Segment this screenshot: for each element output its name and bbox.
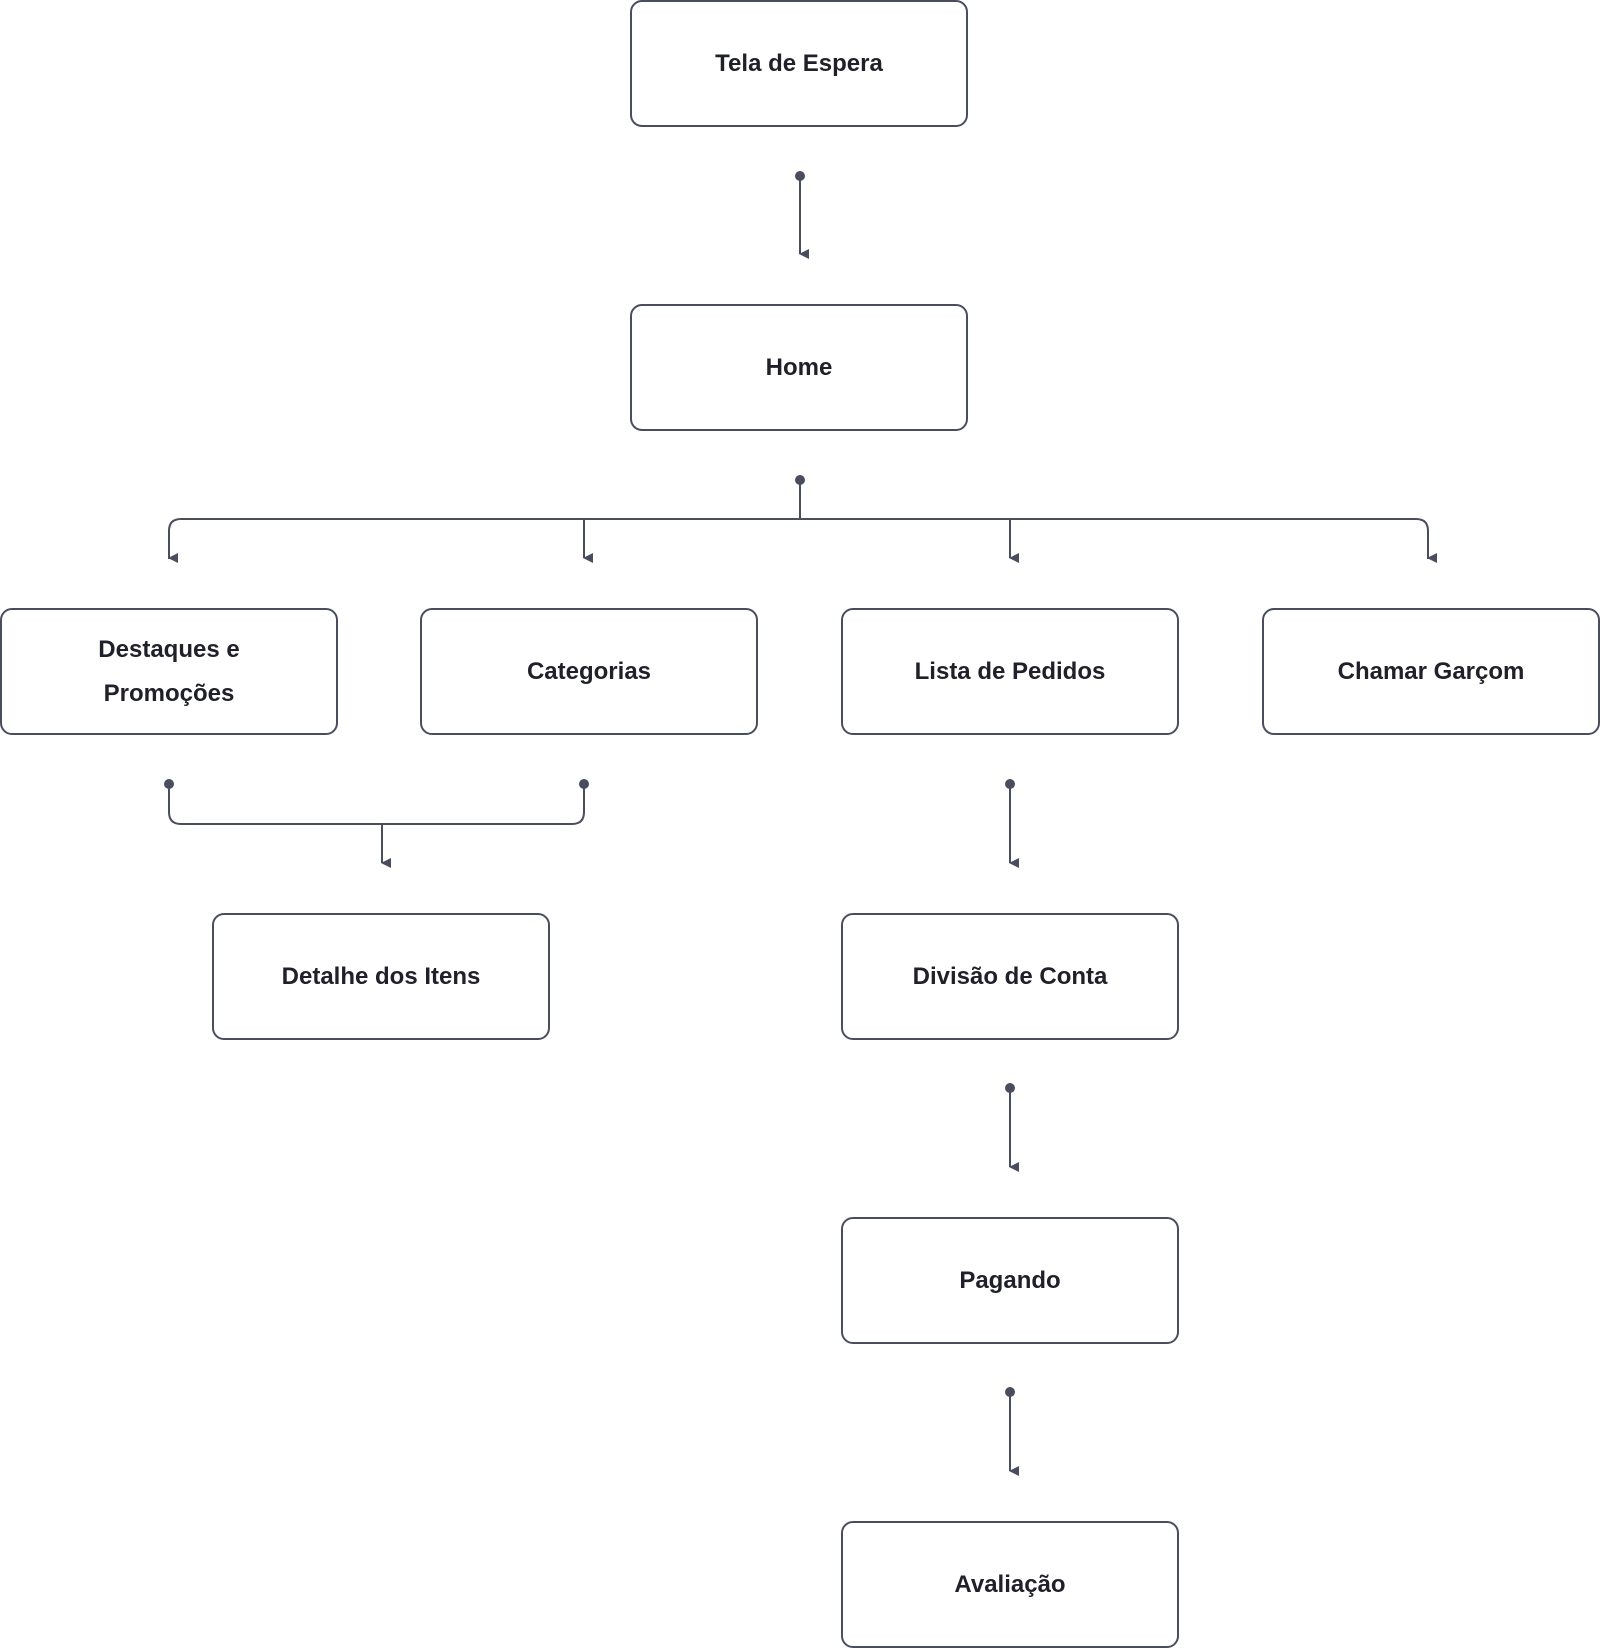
node-label: Destaques e Promoções: [98, 635, 240, 707]
connector-merge-to-detalhe: [164, 779, 589, 868]
connector-divisao-to-pagando: [1005, 1083, 1019, 1172]
node-tela-de-espera[interactable]: Tela de Espera: [630, 0, 968, 127]
node-home[interactable]: Home: [630, 304, 968, 431]
node-label: Pagando: [959, 1266, 1061, 1294]
node-label: Lista de Pedidos: [914, 657, 1106, 685]
connector-branch-bar: [168, 518, 1429, 559]
node-destaques-e-promocoes[interactable]: Destaques e Promoções: [0, 608, 338, 735]
node-detalhe-dos-itens[interactable]: Detalhe dos Itens: [212, 913, 550, 1040]
connector-lista-to-divisao: [1005, 779, 1019, 868]
node-chamar-garcom[interactable]: Chamar Garçom: [1262, 608, 1600, 735]
node-label: Categorias: [526, 657, 652, 685]
node-label: Avaliação: [954, 1570, 1066, 1598]
node-label: Detalhe dos Itens: [281, 962, 481, 990]
node-lista-de-pedidos[interactable]: Lista de Pedidos: [841, 608, 1179, 735]
connector-home-to-children: [168, 475, 1437, 563]
connector-merge-bar: [168, 784, 585, 825]
node-pagando[interactable]: Pagando: [841, 1217, 1179, 1344]
node-label: Chamar Garçom: [1337, 657, 1525, 685]
node-divisao-de-conta[interactable]: Divisão de Conta: [841, 913, 1179, 1040]
connector-pagando-to-avaliacao: [1005, 1387, 1019, 1476]
node-label: Divisão de Conta: [912, 962, 1108, 990]
connector-tela-espera-to-home: [795, 171, 809, 259]
node-avaliacao[interactable]: Avaliação: [841, 1521, 1179, 1648]
node-label: Tela de Espera: [715, 49, 883, 77]
node-label: Home: [765, 353, 833, 381]
node-categorias[interactable]: Categorias: [420, 608, 758, 735]
